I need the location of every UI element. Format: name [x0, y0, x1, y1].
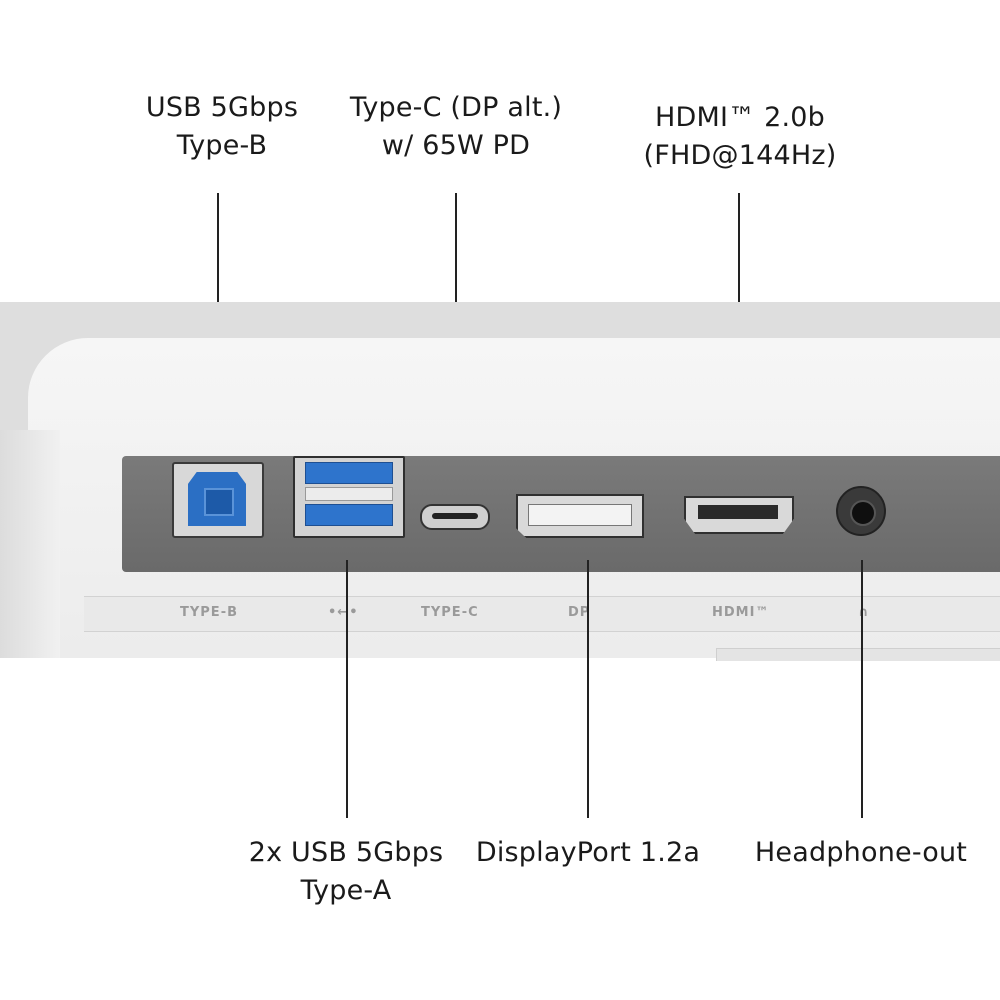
- callout-usb-a-line1: 2x USB 5Gbps: [248, 837, 444, 868]
- usb-b-port-core: [204, 488, 234, 516]
- monitor-ledge: [716, 648, 1000, 661]
- type-c-port: [420, 504, 490, 530]
- silk-type-b: TYPE-B: [180, 605, 238, 620]
- hdmi-port-insert: [698, 505, 778, 519]
- callout-hdmi-line2: (FHD@144Hz): [643, 140, 837, 171]
- callout-usb-a-line2: Type-A: [300, 875, 392, 906]
- usb-a-port-1: [305, 462, 393, 484]
- silk-dp: DP: [568, 605, 591, 620]
- callout-displayport-line1: DisplayPort 1.2a: [475, 837, 701, 868]
- usb-symbol-icon: •←•: [328, 605, 359, 620]
- headphone-jack: [836, 486, 886, 536]
- leader-usb-a: [346, 560, 348, 818]
- usb-a-divider: [305, 487, 393, 501]
- callout-type-c: Type-C (DP alt.) w/ 65W PD: [336, 89, 576, 165]
- label-strip: [84, 596, 1000, 632]
- hdmi-port: [684, 496, 794, 534]
- callout-type-c-line2: w/ 65W PD: [381, 130, 531, 161]
- silk-hdmi: HDMI™: [712, 605, 770, 620]
- usb-b-port-insert: [188, 472, 246, 526]
- callout-hdmi: HDMI™ 2.0b (FHD@144Hz): [630, 99, 850, 175]
- monitor-side-edge: [0, 430, 60, 658]
- usb-a-port-2: [305, 504, 393, 526]
- leader-headphone: [861, 560, 863, 818]
- callout-headphone-line1: Headphone-out: [754, 837, 968, 868]
- callout-type-c-line1: Type-C (DP alt.): [349, 92, 563, 123]
- callout-usb-a: 2x USB 5Gbps Type-A: [231, 834, 461, 910]
- callout-usb-b: USB 5Gbps Type-B: [122, 89, 322, 165]
- callout-hdmi-line1: HDMI™ 2.0b: [654, 102, 825, 133]
- displayport-port: [516, 494, 644, 538]
- callout-headphone: Headphone-out: [742, 834, 980, 872]
- callout-usb-b-line2: Type-B: [176, 130, 268, 161]
- leader-displayport: [587, 560, 589, 818]
- usb-b-port: [172, 462, 264, 538]
- headphone-symbol-icon: ∩: [858, 605, 870, 620]
- callout-displayport: DisplayPort 1.2a: [470, 834, 706, 872]
- type-c-port-slot: [432, 513, 478, 519]
- usb-a-ports: [293, 456, 405, 538]
- headphone-jack-hole: [850, 500, 876, 526]
- callout-usb-b-line1: USB 5Gbps: [145, 92, 299, 123]
- displayport-port-insert: [528, 504, 632, 526]
- silk-type-c: TYPE-C: [421, 605, 479, 620]
